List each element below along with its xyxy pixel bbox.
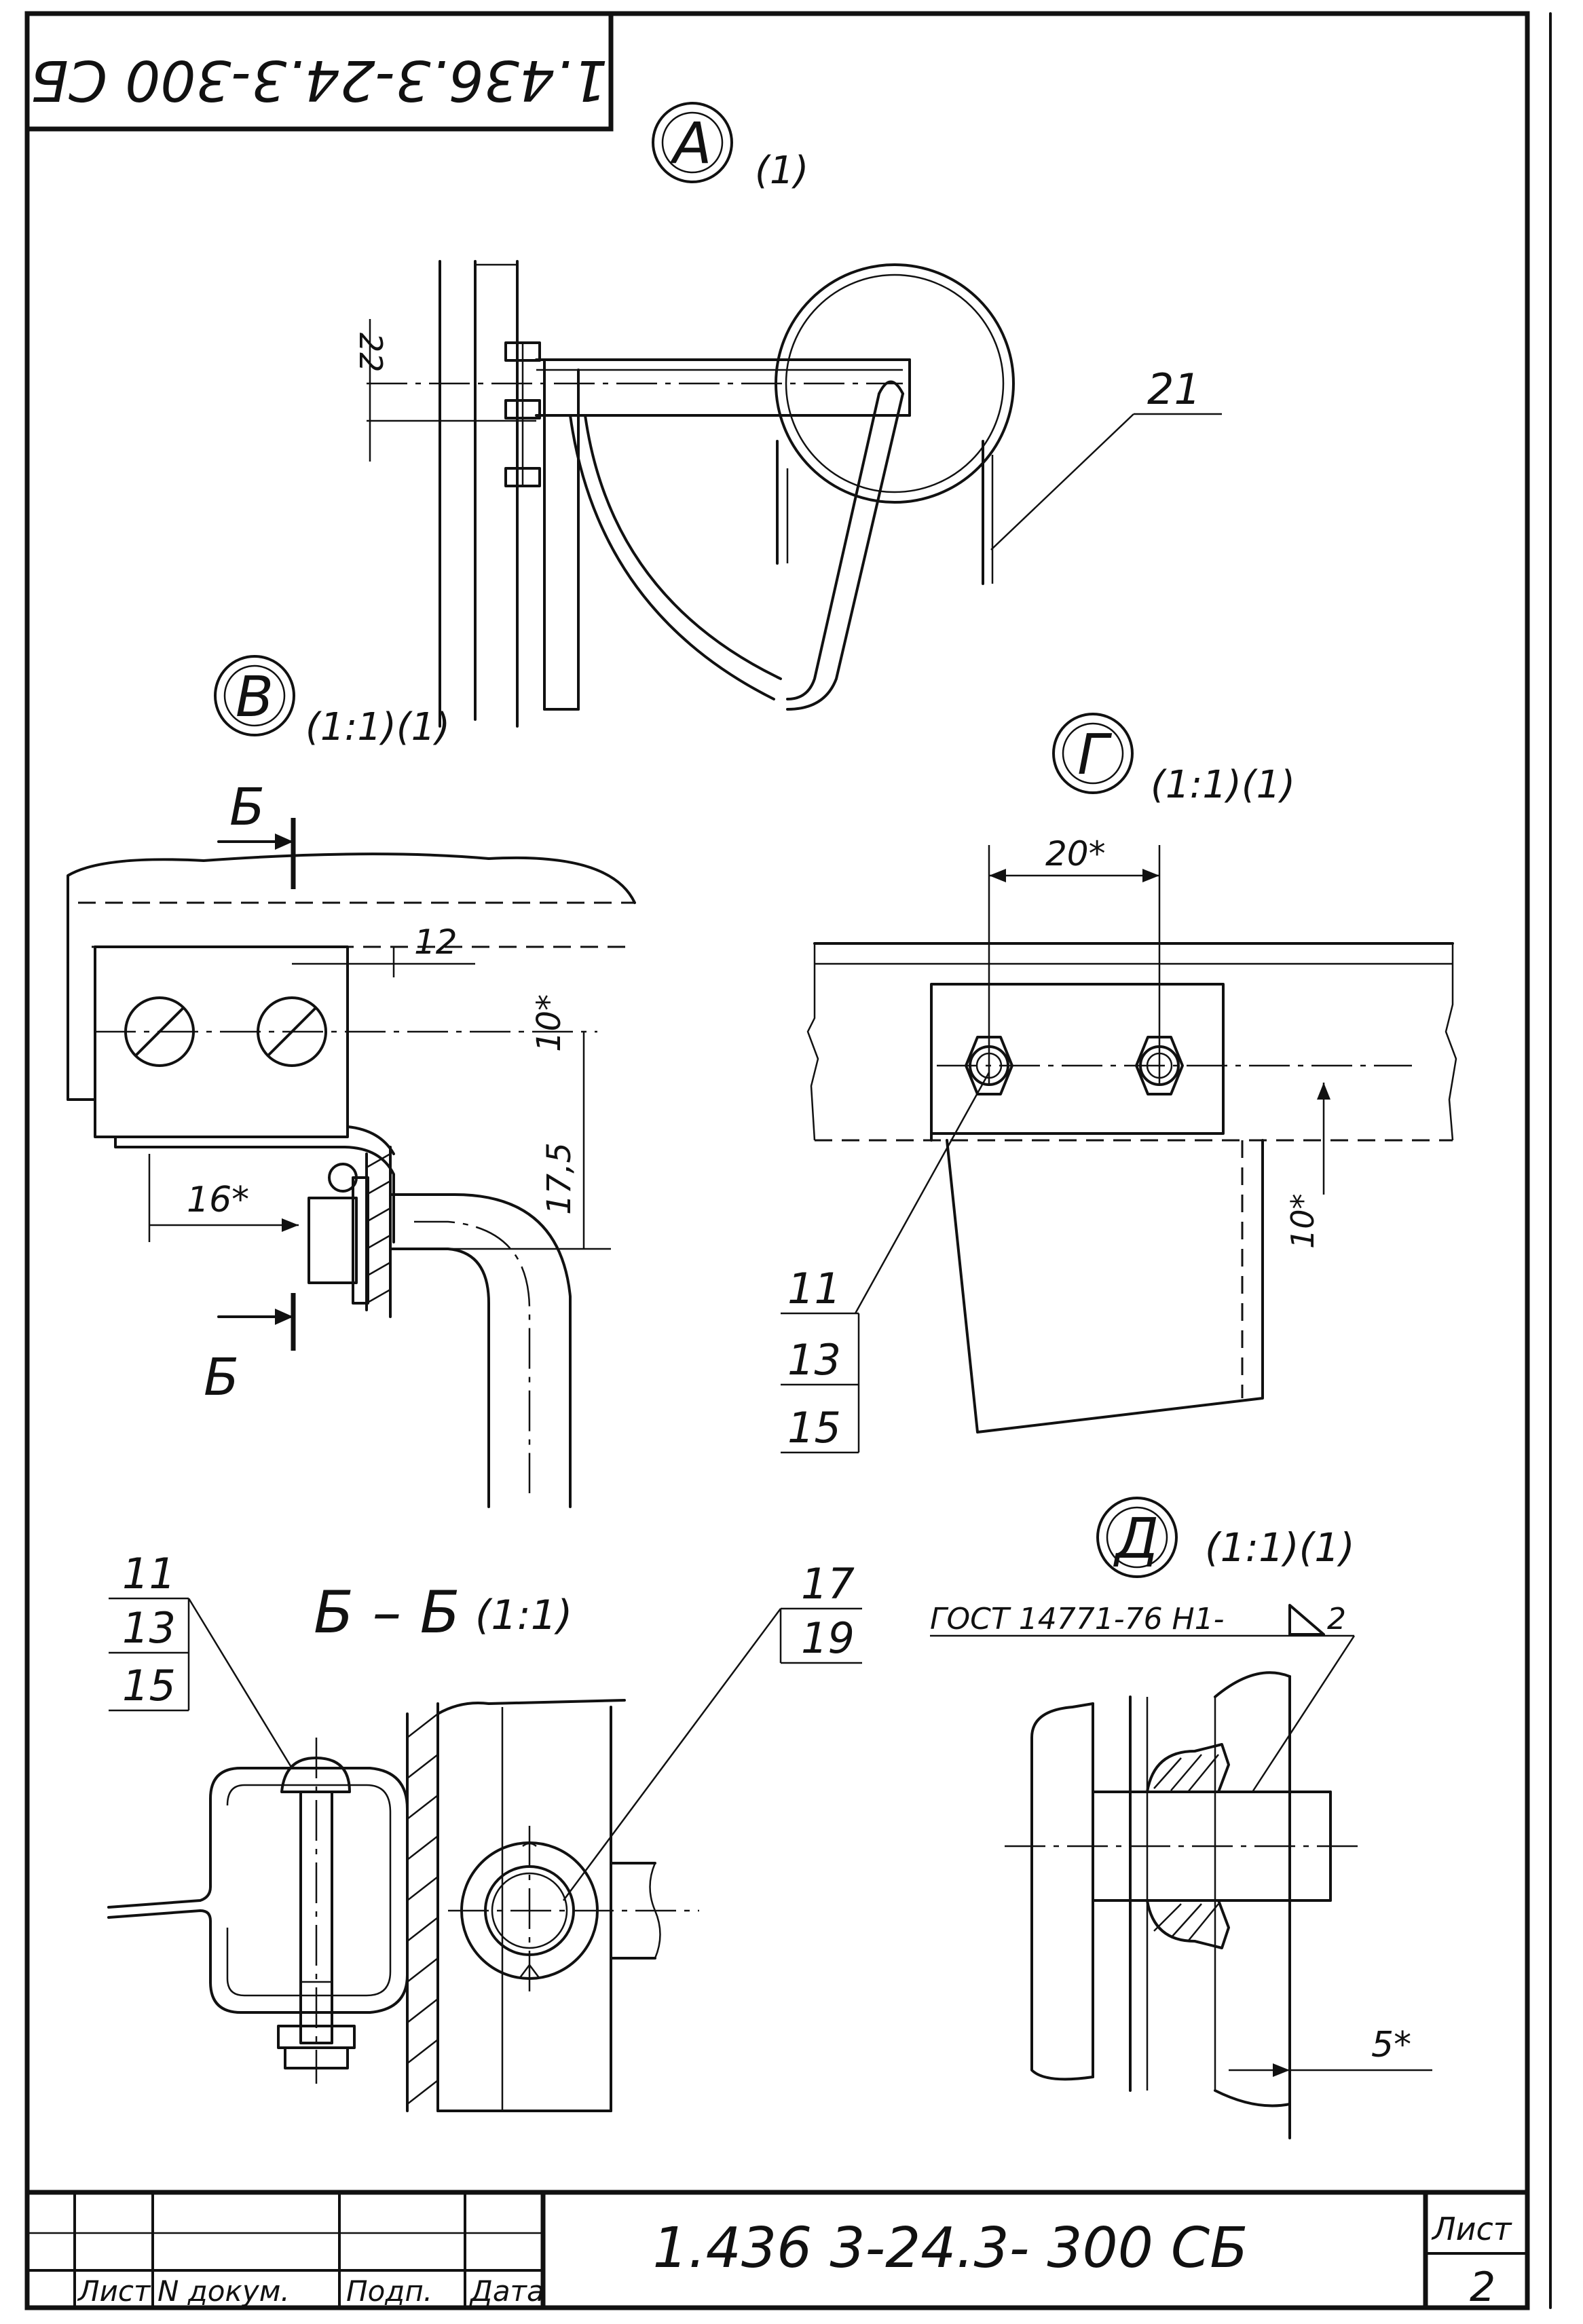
view-v-dim-175: 17,5	[540, 1142, 578, 1215]
drawing-code: 1.436 3-24.3- 300 СБ	[653, 2216, 1248, 2281]
title-col-date: Дата	[469, 2274, 544, 2308]
section-bb-part-13: 13	[122, 1603, 176, 1653]
sheet-frame	[24, 11, 1552, 2310]
title-block: Лист N докум. Подп. Дата 1.436 3-24.3- 3…	[26, 2190, 1529, 2311]
view-g-part-15: 15	[787, 1403, 841, 1452]
title-col-sign: Подп.	[346, 2274, 432, 2308]
section-bb-title: Б – Б	[314, 1579, 460, 1647]
section-bb: Б – Б (1:1) 11 13 15	[107, 1549, 862, 2112]
view-v-hatch	[366, 1152, 391, 1305]
section-bb-scale: (1:1)	[475, 1592, 572, 1639]
view-d-letter: Д	[1113, 1507, 1159, 1571]
view-d-hatch	[1153, 1754, 1219, 1942]
view-g-letter: Г	[1077, 723, 1113, 787]
view-g: Г (1:1)(1) 20* 10*	[781, 713, 1457, 1454]
view-a-dim-22: 22	[352, 333, 389, 373]
section-bb-part-17: 17	[801, 1559, 855, 1609]
rotated-drawing-code: 1.436.3-24.3-300 СБ	[31, 48, 608, 112]
view-a: А (1)	[352, 102, 1222, 728]
sheet-number: 2	[1470, 2264, 1495, 2311]
view-g-scale: (1:1)(1)	[1151, 763, 1295, 807]
view-v-dim-16: 16*	[187, 1180, 249, 1220]
view-a-leader-21: 21	[1147, 364, 1201, 414]
title-col-sheet: Лист	[77, 2274, 151, 2308]
view-g-dim-10: 10*	[1284, 1193, 1321, 1249]
view-d-scale: (1:1)(1)	[1205, 1524, 1355, 1571]
section-bb-part-19: 19	[801, 1613, 855, 1663]
view-g-part-13: 13	[787, 1335, 841, 1385]
view-g-dim-20: 20*	[1045, 834, 1106, 874]
view-d-weld-leg: 2	[1327, 1602, 1346, 1636]
view-v: В (1:1)(1) Б	[67, 655, 636, 1508]
view-v-letter: В	[236, 665, 274, 730]
view-v-scale: (1:1)(1)	[305, 705, 450, 749]
sheet-label: Лист	[1431, 2211, 1512, 2247]
view-g-part-11: 11	[787, 1264, 841, 1313]
view-d-dim-5: 5*	[1371, 2025, 1411, 2065]
title-col-doc: N докум.	[157, 2274, 290, 2308]
view-v-dim-12: 12	[414, 922, 458, 962]
section-bb-hatch	[407, 1713, 439, 2105]
section-bb-part-15: 15	[122, 1661, 176, 1710]
view-d-weld-note: ГОСТ 14771-76 Н1-	[930, 1602, 1225, 1636]
rotated-code-box: 1.436.3-24.3-300 СБ	[24, 11, 614, 132]
view-a-letter: А	[669, 110, 711, 176]
view-v-dim-10: 10*	[530, 994, 568, 1052]
view-v-section-mark-top: Б	[229, 776, 265, 837]
section-bb-part-11: 11	[122, 1549, 176, 1598]
view-v-section-mark-bottom: Б	[204, 1347, 239, 1407]
view-a-scale: (1)	[755, 149, 808, 193]
view-d: Д (1:1)(1) ГОСТ 14771-76 Н1- 2	[930, 1497, 1432, 2139]
